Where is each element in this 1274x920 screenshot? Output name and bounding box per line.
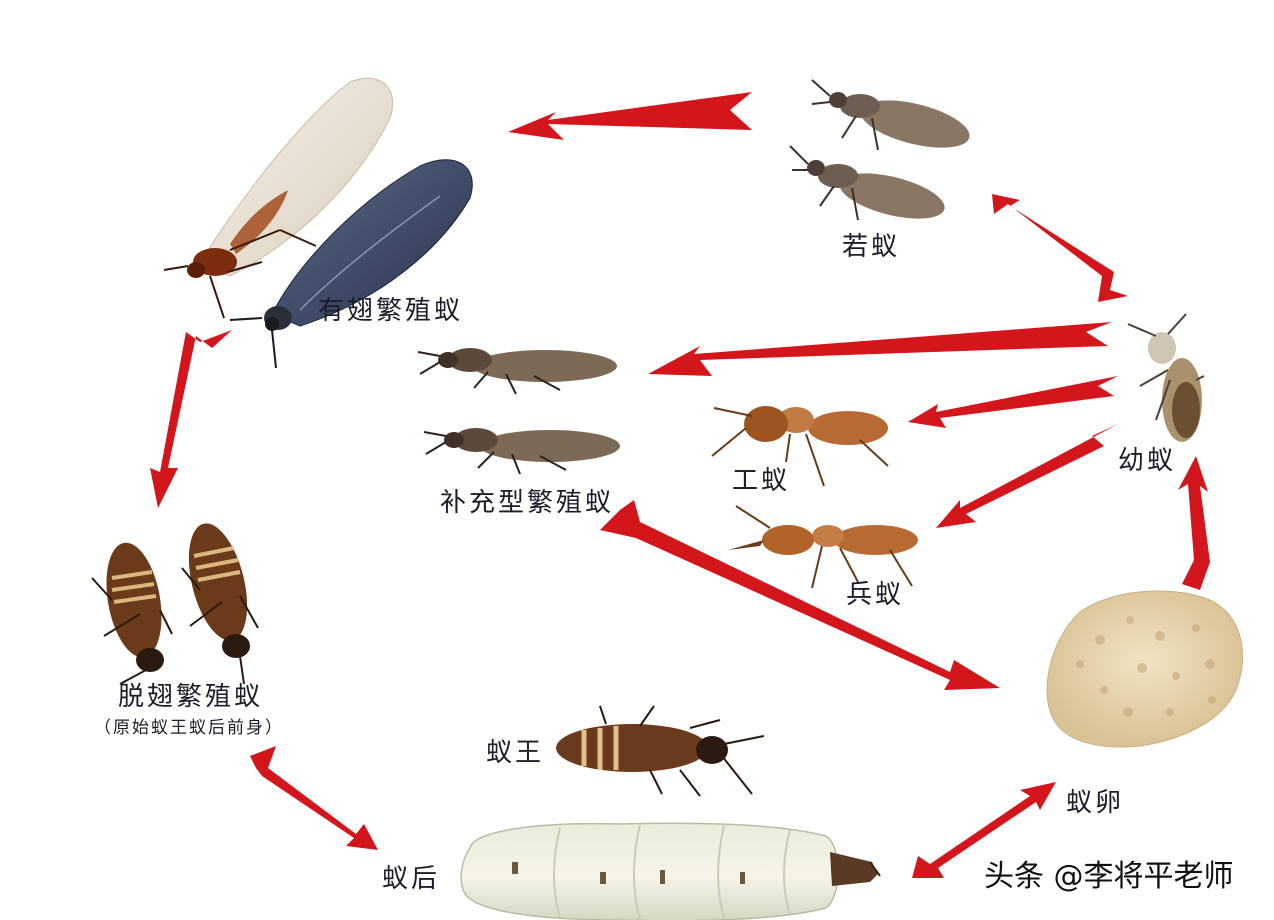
nymph-image: [789, 79, 970, 221]
egg-mass-image: [1046, 590, 1244, 748]
arrow-supplementary-to-egg: [600, 500, 1000, 690]
arrow-larva-to-soldier: [936, 424, 1118, 528]
soldier-label: 兵蚁: [846, 580, 905, 610]
arrow-winged-to-dealate: [150, 330, 232, 508]
arrow-egg-to-larva: [1178, 456, 1210, 590]
king-label: 蚁王: [486, 738, 545, 768]
arrow-nymph-to-winged: [508, 92, 752, 140]
king-image: [556, 705, 765, 797]
winged-reproductive-label: 有翅繁殖蚁: [318, 296, 464, 326]
arrow-dealate-to-queen: [250, 746, 378, 850]
queen-image: [460, 822, 881, 920]
nymph-label: 若蚁: [842, 232, 901, 262]
watermark: 头条 @李将平老师: [984, 859, 1234, 894]
soldier-image: [728, 505, 918, 589]
winged-reproductive-image: [163, 77, 473, 369]
supplementary-reproductive-image: [417, 348, 620, 475]
dealate-reproductive-label: 脱翅繁殖蚁: [118, 682, 264, 712]
egg-label: 蚁卵: [1066, 788, 1125, 818]
dealate-note-label: （原始蚁王蚁后前身）: [94, 718, 284, 738]
arrow-larva-to-supplementary: [648, 322, 1112, 376]
worker-image: [711, 406, 889, 487]
larva-label: 幼蚁: [1118, 446, 1177, 476]
arrow-larva-to-worker: [908, 376, 1118, 428]
worker-label: 工蚁: [732, 466, 791, 496]
arrow-larva-to-nymph: [992, 194, 1128, 302]
dealate-reproductive-image: [91, 523, 259, 685]
supplementary-reproductive-label: 补充型繁殖蚁: [440, 488, 615, 518]
queen-label: 蚁后: [382, 864, 441, 894]
arrow-queen-to-egg: [912, 782, 1056, 878]
larva-image: [1127, 313, 1205, 442]
